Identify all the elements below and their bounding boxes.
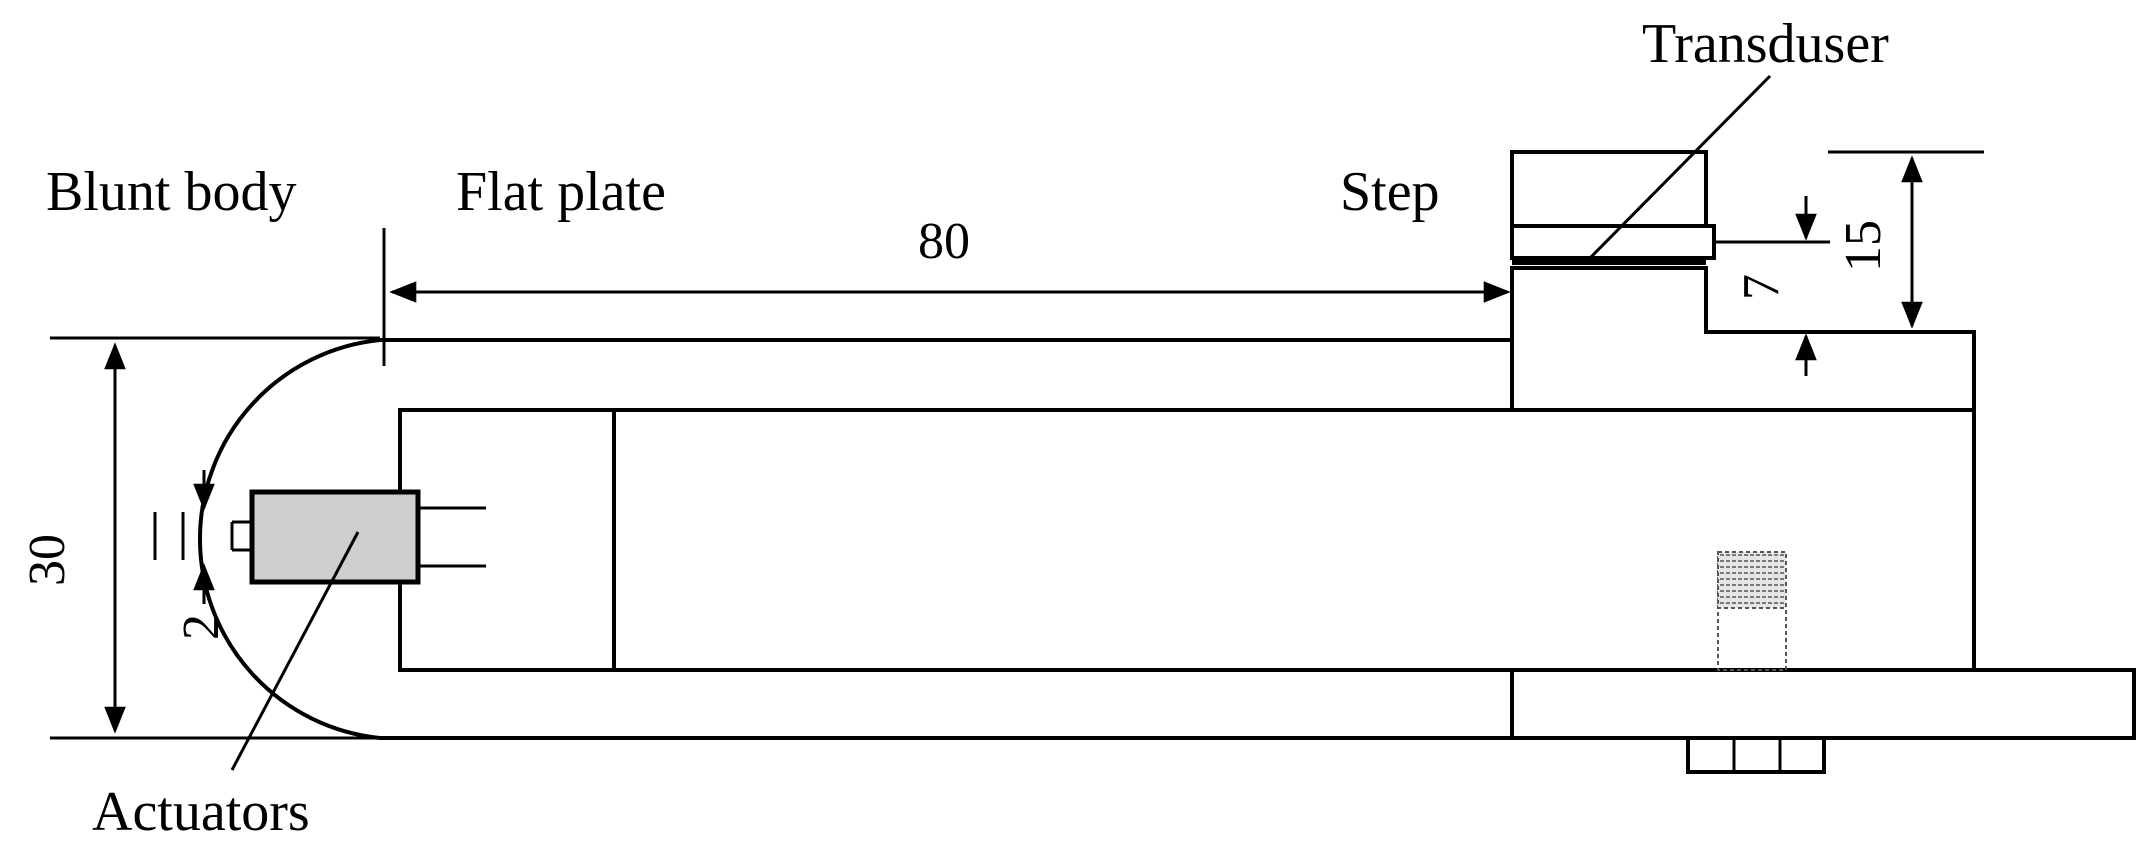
blunt-body-label: Blunt body	[46, 161, 296, 223]
step-outline	[1510, 266, 1976, 410]
offset-dimension-text: 7	[1733, 274, 1790, 300]
step-height-dimension-text: 15	[1835, 220, 1892, 272]
mounting-plate	[1510, 668, 2136, 740]
actuators-label: Actuators	[92, 781, 310, 843]
transducer-element	[1510, 224, 1716, 260]
hidden-sensor-top	[1717, 551, 1787, 609]
mount-bolt-box	[1686, 736, 1826, 774]
hidden-sensor	[1717, 551, 1787, 671]
blunt-body-outline	[197, 338, 381, 740]
actuator-body	[249, 489, 421, 585]
inner-body-gray	[612, 408, 1976, 672]
length-dimension-text: 80	[918, 213, 970, 270]
height-dimension-text: 30	[19, 534, 76, 586]
transducer-leader	[1588, 74, 1772, 260]
gap-dimension-text: 2	[173, 614, 230, 640]
step-top-box	[1510, 150, 1708, 228]
actuators-leader	[230, 531, 360, 771]
inner-cavity	[398, 408, 616, 672]
flat-plate-label: Flat plate	[456, 161, 666, 223]
transducer-label: Transduser	[1642, 13, 1889, 75]
step-label: Step	[1340, 161, 1440, 223]
